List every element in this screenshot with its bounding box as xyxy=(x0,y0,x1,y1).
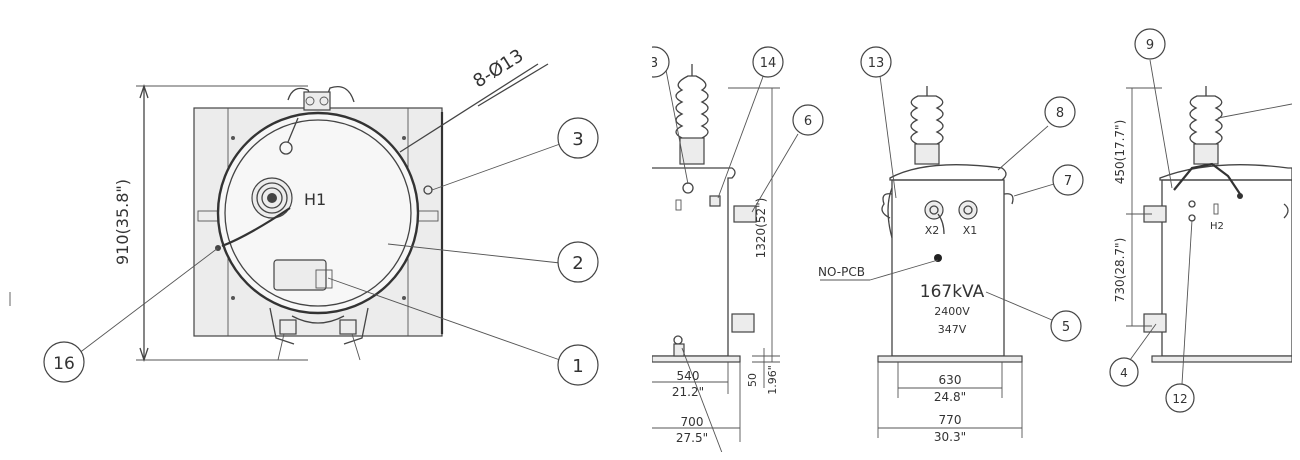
svg-text:1: 1 xyxy=(572,356,583,377)
svg-text:5: 5 xyxy=(1062,320,1070,335)
nopcb-dot xyxy=(934,254,942,262)
lower-height-label: 730(28.7") xyxy=(1113,238,1127,303)
holes-label: 8-Ø13 xyxy=(470,45,528,92)
overall-height-label: 1320(52") xyxy=(754,198,768,259)
callout-4: 4 xyxy=(1109,357,1139,387)
front-outer-width-mm: 770 xyxy=(939,413,962,427)
callout-7: 7 xyxy=(1052,164,1084,196)
x2-terminal: X2 xyxy=(924,200,944,237)
callout-9: 9 xyxy=(1134,28,1166,60)
top-view-drawing: 910(35.8") H1 xyxy=(8,8,644,452)
front-view: X2 X1 NO-PCB 167kVA 2400V 347V 630 24.8"… xyxy=(818,46,1084,444)
side-width-mm: 540 xyxy=(677,369,700,383)
side-depth-in: 27.5" xyxy=(676,431,708,445)
top-view-svg: 910(35.8") H1 xyxy=(9,45,599,386)
elevation-views-drawing: 1320(52") 50 1.96" 540 21.2" 700 27.5" 3… xyxy=(652,8,1292,452)
front-inner-width-in: 24.8" xyxy=(934,390,966,404)
rating-voltage-primary: 2400V xyxy=(934,305,970,318)
base-height-mm: 50 xyxy=(746,373,759,387)
svg-text:X2: X2 xyxy=(925,224,940,237)
front-inner-width-mm: 630 xyxy=(939,373,962,387)
side-width-in: 21.2" xyxy=(672,385,704,399)
callout-3: 3 xyxy=(557,117,599,159)
callout-13: 13 xyxy=(860,46,892,78)
svg-text:14: 14 xyxy=(760,56,777,71)
side-depth-mm: 700 xyxy=(681,415,704,429)
h2-label: H2 xyxy=(1210,221,1224,232)
front-bushing xyxy=(910,86,944,165)
tank-outline xyxy=(216,111,420,315)
callout-14: 14 xyxy=(752,46,784,78)
svg-text:8: 8 xyxy=(1056,106,1064,121)
side-bushing xyxy=(675,64,709,165)
callout-12: 12 xyxy=(1165,383,1195,413)
callout-16: 16 xyxy=(43,341,85,383)
callout-2: 2 xyxy=(557,241,599,283)
h1-bushing: H1 xyxy=(251,177,326,219)
h1-label: H1 xyxy=(304,190,326,209)
nopcb-label: NO-PCB xyxy=(818,265,865,279)
callout-8: 8 xyxy=(1044,96,1076,128)
svg-text:2: 2 xyxy=(572,253,583,274)
svg-text:3: 3 xyxy=(572,129,583,150)
svg-text:4: 4 xyxy=(1120,366,1128,380)
callout-side-3: 3 xyxy=(652,46,670,78)
svg-text:7: 7 xyxy=(1064,174,1072,189)
svg-text:13: 13 xyxy=(868,56,885,71)
height-dimension-label: 910(35.8") xyxy=(113,179,132,265)
back-bushing xyxy=(1189,86,1292,165)
callout-1: 1 xyxy=(557,344,599,386)
rating-kva: 167kVA xyxy=(920,282,985,302)
upper-height-label: 450(17.7") xyxy=(1113,120,1127,185)
callout-5: 5 xyxy=(1050,310,1082,342)
valve-block xyxy=(273,259,327,291)
svg-text:12: 12 xyxy=(1172,392,1187,406)
height-dimension: 910(35.8") xyxy=(113,83,308,363)
svg-text:X1: X1 xyxy=(963,224,978,237)
callout-6: 6 xyxy=(792,104,824,136)
rating-voltage-secondary: 347V xyxy=(938,323,967,336)
hanger-bracket xyxy=(269,307,369,361)
front-outer-width-in: 30.3" xyxy=(934,430,966,444)
svg-text:6: 6 xyxy=(804,114,812,129)
svg-text:9: 9 xyxy=(1146,38,1154,53)
side-view: 1320(52") 50 1.96" 540 21.2" 700 27.5" 3… xyxy=(652,46,824,452)
base-height-in: 1.96" xyxy=(766,365,779,395)
back-view: H2 450(17.7") 730(28.7") 9 4 12 xyxy=(1109,28,1292,413)
x1-terminal: X1 xyxy=(958,200,978,237)
svg-text:16: 16 xyxy=(53,354,75,374)
elevation-views-svg: 1320(52") 50 1.96" 540 21.2" 700 27.5" 3… xyxy=(652,28,1292,452)
lifting-lugs xyxy=(287,85,355,111)
svg-text:3: 3 xyxy=(652,56,658,71)
